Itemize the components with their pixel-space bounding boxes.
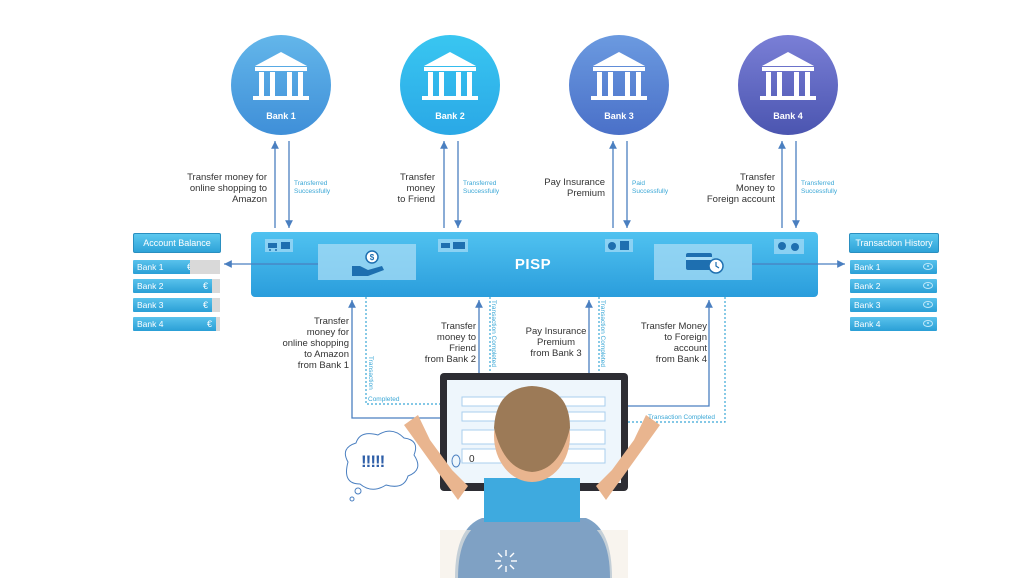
transaction-history-row[interactable]: Bank 3	[850, 298, 937, 312]
bank-2-node	[400, 35, 500, 135]
transaction-history-bank-label: Bank 3	[854, 300, 881, 310]
insurance-icon	[608, 241, 629, 250]
transaction-history-row[interactable]: Bank 4	[850, 317, 937, 331]
balance-bar	[190, 260, 220, 274]
bank-1-node	[231, 35, 331, 135]
loading-spinner-icon	[495, 550, 517, 572]
balance-bar	[216, 317, 220, 331]
bank-building-icons	[253, 52, 816, 100]
euro-icon: €	[202, 300, 208, 310]
bank-1-completion-vertical: Transaction	[367, 356, 374, 390]
account-balance-row[interactable]: Bank 4 €	[133, 317, 220, 331]
pisp-small-icons	[268, 241, 799, 251]
transaction-history-row[interactable]: Bank 1	[850, 260, 937, 274]
eye-icon[interactable]	[923, 282, 933, 289]
account-balance-bank-label: Bank 2	[137, 281, 164, 291]
euro-icon: €	[206, 319, 212, 329]
bank-3-node	[569, 35, 669, 135]
cart-icon	[268, 242, 290, 251]
account-balance-row[interactable]: Bank 2 €	[133, 279, 220, 293]
bank-building-icon	[253, 52, 309, 100]
bank-building-icon	[591, 52, 647, 100]
thought-bubble-text: !!!!!	[361, 452, 385, 471]
euro-icon: €	[202, 281, 208, 291]
bank-4-completion-horizontal: Transaction Completed	[648, 414, 715, 421]
person	[404, 386, 660, 578]
eye-icon[interactable]	[923, 301, 933, 308]
pisp-label: PISP	[514, 256, 552, 273]
account-balance-row[interactable]: Bank 3 €	[133, 298, 220, 312]
bank-1-completion-horizontal: Completed	[368, 396, 400, 403]
bank-2-completion-vertical: Transaction Completed	[490, 300, 497, 367]
euro-icon: €	[187, 260, 192, 274]
account-balance-bank-label: Bank 1	[137, 262, 164, 272]
bank-1-label: Bank 1	[266, 111, 296, 121]
transaction-history-bank-label: Bank 1	[854, 262, 881, 272]
transaction-history-bank-label: Bank 2	[854, 281, 881, 291]
bank-2-label: Bank 2	[435, 111, 465, 121]
eye-icon[interactable]	[923, 320, 933, 327]
screen-digit: 0	[469, 454, 475, 465]
bank-4-label: Bank 4	[773, 111, 803, 121]
bank-3-completion-vertical: Transaction Completed	[599, 300, 606, 367]
bank-building-icon	[760, 52, 816, 100]
bank-3-label: Bank 3	[604, 111, 634, 121]
account-balance-title: Account Balance	[133, 233, 221, 253]
transaction-history-title: Transaction History	[849, 233, 939, 253]
bank-pisp-arrows	[271, 141, 800, 228]
account-balance-bank-label: Bank 4	[137, 319, 164, 329]
eye-icon[interactable]	[923, 263, 933, 270]
transaction-history-row[interactable]: Bank 2	[850, 279, 937, 293]
balance-bar	[212, 279, 220, 293]
transaction-history-bank-label: Bank 4	[854, 319, 881, 329]
thought-bubble	[344, 430, 419, 502]
bank-building-icon	[422, 52, 478, 100]
balance-bar	[212, 298, 220, 312]
card-clock-icon	[686, 253, 724, 274]
bank-4-node	[738, 35, 838, 135]
hand-coin-icon: $	[352, 250, 384, 276]
account-balance-bank-label: Bank 3	[137, 300, 164, 310]
transfer-icon	[441, 242, 465, 249]
svg-text:$: $	[370, 253, 375, 262]
account-balance-row[interactable]: Bank 1 €	[133, 260, 220, 274]
globe-transfer-icon	[778, 242, 799, 251]
